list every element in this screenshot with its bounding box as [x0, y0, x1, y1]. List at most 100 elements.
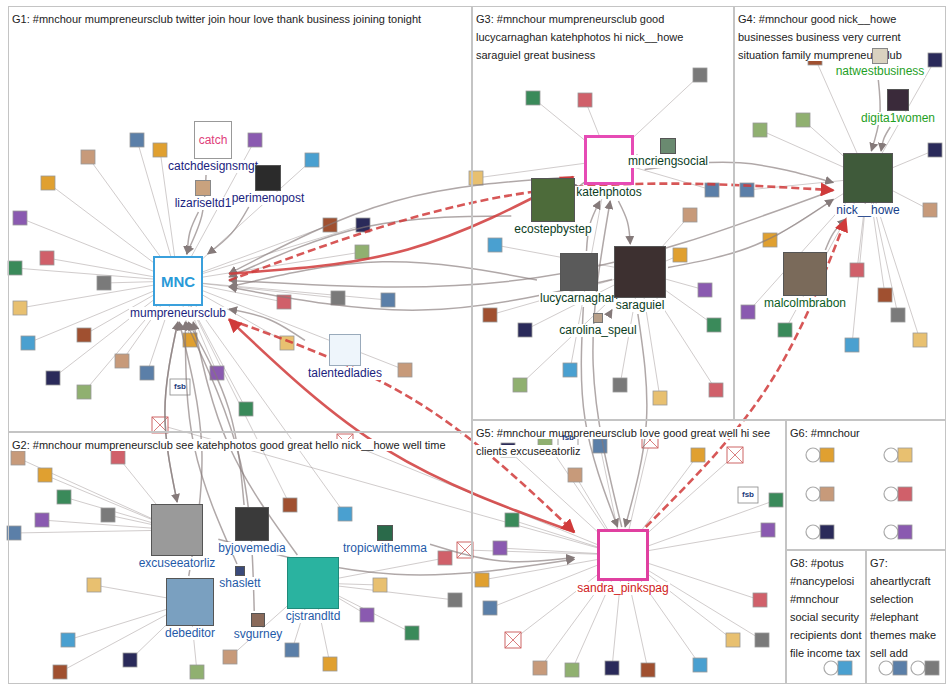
vertex-thumbnail [693, 658, 707, 672]
vertex-thumbnail [8, 261, 22, 275]
vertex-thumbnail [693, 68, 707, 82]
self-loop [911, 661, 925, 675]
connector [165, 322, 178, 502]
avatar-image [887, 89, 909, 111]
vertex-thumbnail [691, 448, 705, 462]
vertex-thumbnail [360, 608, 374, 622]
group-heading: G2: #mnchour mumpreneursclub see katehph… [12, 439, 446, 451]
vertex-thumbnail [753, 123, 767, 137]
vertex-thumbnail [140, 366, 154, 380]
vertex-thumbnail [513, 378, 527, 392]
vertex-thumbnail [726, 633, 740, 647]
self-loop [824, 661, 838, 675]
group-box: G7: aheartlycraft selection #elephant th… [866, 550, 946, 684]
vertex-thumbnail [769, 493, 783, 507]
vertex-label: mncriengsocial [627, 155, 709, 168]
vertex-label: catchdesignsmgt [167, 160, 259, 173]
vertex-label: malcolmbrabon [763, 297, 847, 310]
vertex-label: carolina_speul [558, 324, 637, 337]
self-loop [806, 448, 820, 462]
group-box: G3: #mnchour mumpreneursclub good lucyca… [472, 6, 734, 420]
avatar-image [783, 252, 827, 296]
vertex-thumbnail [239, 402, 253, 416]
vertex-thumbnail [405, 626, 419, 640]
vertex-thumbnail [709, 383, 723, 397]
vertex-node: nick__howe [835, 153, 900, 217]
vertex-thumbnail [898, 487, 912, 501]
self-loop [884, 525, 898, 539]
vertex-thumbnail [778, 323, 792, 337]
vertex-thumbnail [41, 176, 55, 190]
vertex-thumbnail [578, 93, 592, 107]
vertex-label: svgurney [233, 628, 284, 641]
vertex-thumbnail [285, 643, 299, 657]
group-box: G6: #mnchour [786, 420, 946, 550]
avatar-image [531, 178, 575, 222]
vertex-label: digita1women [860, 112, 936, 125]
connector [229, 319, 574, 532]
group-box: G1: #mnchour mumpreneursclub twitter joi… [8, 6, 472, 432]
group-heading: G5: #mnchour mumpreneursclub love good g… [476, 427, 770, 457]
vertex-node: debeditor [164, 578, 216, 640]
vertex-label: excuseeatorliz [138, 557, 217, 570]
avatar-image [235, 507, 269, 541]
self-loop [879, 661, 893, 675]
vertex-thumbnail [475, 573, 489, 587]
connector [581, 307, 617, 527]
avatar-image [329, 334, 361, 366]
vertex-thumbnail [130, 133, 144, 147]
group-box: G2: #mnchour mumpreneursclub see katehph… [8, 432, 472, 684]
group-box: G8: #potus #nancypelosi #mnchour social … [786, 550, 866, 684]
vertex-thumbnail [925, 661, 939, 675]
vertex-thumbnail [123, 653, 137, 667]
vertex-thumbnail [7, 526, 21, 540]
broken-frame [727, 447, 743, 463]
vertex-thumbnail [77, 385, 91, 399]
vertex-thumbnail [40, 251, 54, 265]
vertex-label: lucycarnaghan [539, 292, 619, 305]
vertex-label: mumpreneursclub [129, 307, 227, 320]
vertex-thumbnail [11, 451, 25, 465]
avatar-image [255, 165, 281, 191]
vertex-thumbnail [845, 338, 859, 352]
vertex-thumbnail [526, 91, 540, 105]
vertex-node: carolina_speul [558, 313, 637, 337]
vertex-thumbnail [373, 578, 387, 592]
group-heading: G1: #mnchour mumpreneursclub twitter joi… [12, 13, 421, 25]
vertex-thumbnail [338, 507, 352, 521]
vertex-label: byjovemedia [217, 542, 286, 555]
vertex-node: lucycarnaghan [539, 253, 619, 305]
vertex-thumbnail [61, 633, 75, 647]
vertex-thumbnail [21, 336, 35, 350]
logo-text: fsb [562, 434, 574, 442]
self-loop [806, 487, 820, 501]
vertex-thumbnail [533, 661, 547, 675]
connector [187, 212, 198, 254]
vertex-node: perimenopost [231, 165, 306, 205]
broken-cross [505, 632, 521, 648]
vertex-thumbnail [928, 143, 942, 157]
vertex-label: shaslett [218, 577, 261, 590]
vertex-thumbnail [87, 578, 101, 592]
vertex-thumbnail [891, 308, 905, 322]
broken-cross [727, 447, 743, 463]
vertex-node: lizariseltd1 [174, 180, 233, 210]
vertex-label: cjstrandltd [285, 610, 342, 623]
vertex-thumbnail [755, 633, 769, 647]
vertex-thumbnail [923, 203, 937, 217]
vertex-thumbnail [153, 143, 167, 157]
vertex-thumbnail [438, 551, 452, 565]
vertex-thumbnail [13, 211, 27, 225]
vertex-thumbnail [283, 498, 297, 512]
vertex-node: svgurney [233, 613, 284, 641]
vertex-thumbnail [305, 153, 319, 167]
vertex-thumbnail [505, 513, 519, 527]
avatar-image [560, 253, 598, 291]
logo-box [738, 487, 758, 503]
vertex-node: cjstrandltd [285, 557, 342, 623]
vertex-label: lizariseltd1 [174, 197, 233, 210]
vertex-thumbnail [493, 541, 507, 555]
self-loop [884, 487, 898, 501]
avatar-image [377, 525, 393, 541]
avatar-image [872, 48, 888, 64]
